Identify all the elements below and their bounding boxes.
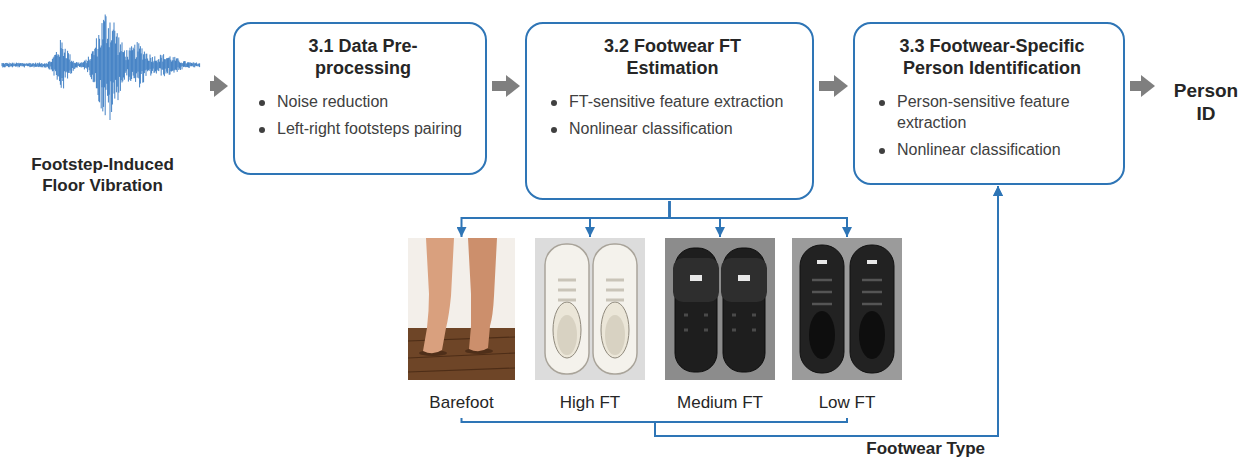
- footwear-label: High FT: [560, 392, 620, 414]
- photo-background: [408, 238, 515, 380]
- branch-connector: [590, 201, 670, 237]
- bullet-row: Nonlinear classification: [879, 140, 1109, 161]
- bullet-text: Person-sensitive feature extraction: [897, 92, 1109, 134]
- terminal-label: Person ID: [1170, 80, 1242, 126]
- sneaker-opening: [809, 311, 835, 359]
- sneaker-laces: [862, 280, 882, 304]
- sneaker-opening: [553, 302, 581, 358]
- black-sneaker: [800, 245, 844, 373]
- bullet-dot: [551, 100, 557, 106]
- bullet-dot: [551, 127, 557, 133]
- flow-arrow: [819, 81, 834, 91]
- footwear-photo-node: Medium FT: [665, 238, 775, 416]
- wood-floor: [408, 328, 515, 380]
- medium-ft-photo: [665, 238, 775, 380]
- box-heading: 3.1 Data Pre-processing: [278, 36, 448, 80]
- bullet-row: Left-right footsteps pairing: [259, 119, 471, 140]
- sneaker-insole: [605, 315, 625, 355]
- branch-connector: [462, 186, 999, 436]
- bullet-dot: [879, 148, 885, 154]
- bullet-text: Nonlinear classification: [897, 140, 1061, 161]
- white-sneaker: [593, 244, 637, 374]
- sneaker-logo: [817, 260, 827, 264]
- slide-logo: [738, 275, 750, 281]
- bullet-row: Person-sensitive feature extraction: [879, 92, 1109, 134]
- footwear-photo-node: Barefoot: [408, 238, 515, 416]
- bullet-text: FT-sensitive feature extraction: [569, 92, 783, 113]
- edge-label: Footwear Type: [863, 439, 988, 459]
- sneaker-laces: [812, 280, 832, 304]
- flow-arrow: [1130, 81, 1141, 91]
- bullet-dot: [259, 127, 265, 133]
- footwear-label: Medium FT: [677, 392, 763, 414]
- bare-leg: [423, 238, 454, 353]
- bullet-text: Left-right footsteps pairing: [277, 119, 462, 140]
- bullet-text: Nonlinear classification: [569, 119, 733, 140]
- box-heading: 3.3 Footwear-Specific Person Identificat…: [875, 36, 1109, 80]
- sneaker-laces: [558, 280, 576, 300]
- branch-connector: [462, 201, 670, 237]
- flow-arrow: [210, 81, 214, 91]
- process-box: 3.2 Footwear FT EstimationFT-sensitive f…: [525, 22, 814, 200]
- bullet-row: FT-sensitive feature extraction: [551, 92, 798, 113]
- process-box: 3.1 Data Pre-processingNoise reductionLe…: [233, 22, 487, 175]
- terminal-label: Footstep-Induced Floor Vibration: [10, 155, 195, 196]
- photo-background: [792, 238, 902, 380]
- bare-leg: [468, 238, 497, 351]
- floor-plank-lines: [408, 337, 515, 372]
- footwear-photo-node: High FT: [535, 238, 645, 416]
- low-ft-photo: [792, 238, 902, 380]
- slide-strap: [673, 258, 719, 302]
- sneaker-laces: [606, 280, 624, 300]
- bullet-dot: [879, 100, 885, 106]
- flow-arrow: [492, 81, 506, 91]
- vibration-waveform: [2, 15, 200, 121]
- sneaker-opening: [859, 311, 885, 359]
- box-heading: 3.2 Footwear FT Estimation: [585, 36, 760, 80]
- slide-strap: [721, 258, 767, 302]
- photo-background: [535, 238, 645, 380]
- bullet-dot: [259, 100, 265, 106]
- footwear-label: Low FT: [819, 392, 876, 414]
- footwear-label: Barefoot: [429, 392, 493, 414]
- process-box: 3.3 Footwear-Specific Person Identificat…: [853, 22, 1125, 185]
- photo-background: [665, 238, 775, 380]
- slide-logo: [690, 275, 702, 281]
- terminal-label-node: Footstep-Induced Floor Vibration: [0, 0, 205, 200]
- sneaker-logo: [867, 260, 877, 264]
- sneaker-insole: [557, 315, 577, 355]
- footwear-photo-node: Low FT: [792, 238, 902, 416]
- branch-connector: [655, 186, 998, 436]
- bullet-text: Noise reduction: [277, 92, 388, 113]
- sneaker-opening: [601, 302, 629, 358]
- branch-connector: [670, 201, 848, 237]
- slide-holes: [684, 315, 756, 330]
- bullet-row: Noise reduction: [259, 92, 471, 113]
- black-sneaker: [850, 245, 894, 373]
- terminal-label-node: Person ID: [1160, 80, 1252, 134]
- barefoot-photo: [408, 238, 515, 380]
- high-ft-photo: [535, 238, 645, 380]
- white-sneaker: [545, 244, 589, 374]
- bullet-row: Nonlinear classification: [551, 119, 798, 140]
